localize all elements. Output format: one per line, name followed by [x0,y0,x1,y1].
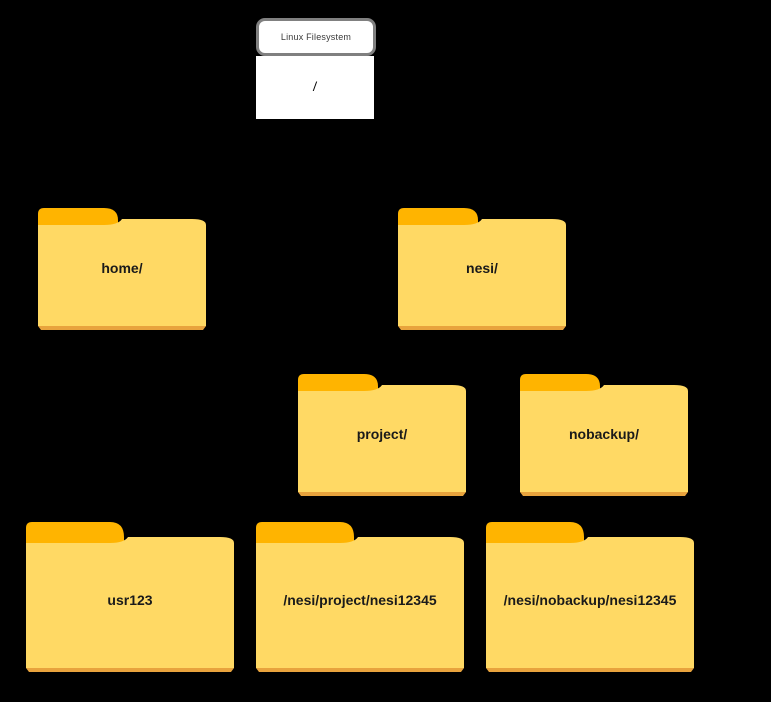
folder-bottom-edge [256,668,464,672]
folder-node-nesi-project-nesi12345[interactable]: /nesi/project/nesi12345 [256,522,464,672]
package-tab: Linux Filesystem [256,18,376,56]
folder-tab [256,522,354,543]
folder-body [26,537,234,668]
folder-bottom-edge [298,492,466,496]
folder-body [520,385,688,492]
folder-tab [398,208,478,225]
folder-node-nesi[interactable]: nesi/ [398,208,566,330]
folder-bottom-edge [38,326,206,330]
folder-icon [256,522,464,672]
folder-tab [486,522,584,543]
folder-icon [398,208,566,330]
folder-body [398,219,566,326]
package-body: / [256,56,374,119]
folder-bottom-edge [398,326,566,330]
package-node-linux-filesystem[interactable]: Linux Filesystem / [256,18,376,121]
folder-bottom-edge [26,668,234,672]
folder-tab [38,208,118,225]
folder-body [38,219,206,326]
root-path-label: / [312,79,318,95]
folder-icon [298,374,466,496]
folder-node-nesi-nobackup-nesi12345[interactable]: /nesi/nobackup/nesi12345 [486,522,694,672]
folder-bottom-edge [520,492,688,496]
folder-node-home[interactable]: home/ [38,208,206,330]
folder-icon [520,374,688,496]
folder-node-project[interactable]: project/ [298,374,466,496]
folder-icon [38,208,206,330]
folder-body [256,537,464,668]
folder-body [298,385,466,492]
folder-node-usr123[interactable]: usr123 [26,522,234,672]
folder-node-nobackup[interactable]: nobackup/ [520,374,688,496]
folder-tab [520,374,600,391]
folder-body [486,537,694,668]
folder-icon [486,522,694,672]
package-tab-label: Linux Filesystem [280,32,352,42]
folder-tab [298,374,378,391]
folder-bottom-edge [486,668,694,672]
folder-tab [26,522,124,543]
folder-icon [26,522,234,672]
